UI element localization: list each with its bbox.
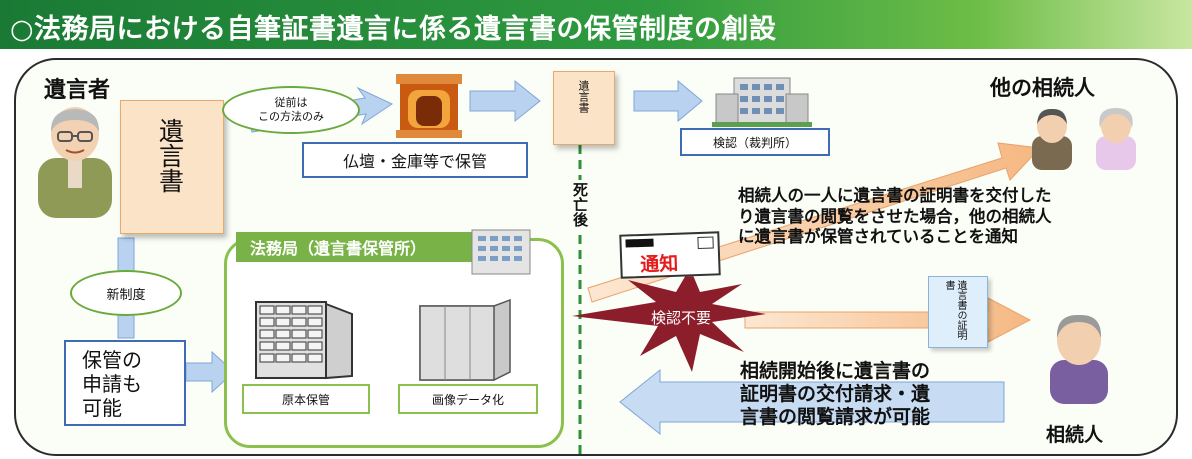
notify-description: 相続人の一人に遺言書の証明書を交付した り遺言書の閲覧をさせた場合，他の相続人 … xyxy=(738,186,1052,248)
notify-line-1: 相続人の一人に遺言書の証明書を交付した xyxy=(738,186,1052,205)
testator-person-icon xyxy=(38,107,112,218)
old-method-bubble: 従前は この方法のみ xyxy=(222,86,360,134)
heir-label: 相続人 xyxy=(1046,424,1104,446)
court-building-icon xyxy=(712,77,812,127)
certificate-document xyxy=(928,276,988,348)
request-line-1: 相続開始後に遺言書の xyxy=(740,360,931,382)
bureau-title: 法務局（遺言書保管所） xyxy=(236,232,482,262)
home-storage-box: 仏壇・金庫等で保管 xyxy=(302,142,528,178)
new-system-bubble: 新制度 xyxy=(70,270,182,316)
envelope-stamp xyxy=(625,238,654,248)
will-document-small-label: 遺言書 xyxy=(577,80,590,113)
original-storage-box: 原本保管 xyxy=(242,384,370,414)
arrow-request-back xyxy=(619,368,1005,436)
apply-storage-box: 保管の 申請も 可能 xyxy=(64,340,186,426)
bureau-building-icon xyxy=(471,229,531,275)
court-probate-box: 検認（裁判所） xyxy=(680,128,830,156)
page-title: ○法務局における自筆証書遺言に係る遺言書の保管制度の創設 xyxy=(10,14,777,45)
arrow-apply-to-bureau xyxy=(185,350,235,394)
will-document-small xyxy=(553,71,615,145)
request-line-2: 証明書の交付請求・遺 xyxy=(740,383,931,406)
other-heirs-icon xyxy=(1032,108,1136,170)
no-probate-burst xyxy=(572,268,766,372)
arrow-altar-to-document xyxy=(469,79,541,123)
apply-line-2: 申請も xyxy=(82,372,142,396)
image-data-box: 画像データ化 xyxy=(398,384,538,414)
testator-will-label: 遺言書 xyxy=(155,118,185,193)
heir-person-icon xyxy=(1050,314,1108,404)
arrow-document-to-court xyxy=(633,79,703,123)
old-method-line-2: この方法のみ xyxy=(258,110,324,123)
locker-icon xyxy=(255,301,353,380)
apply-line-3: 可能 xyxy=(82,396,122,420)
request-description: 相続開始後に遺言書の 証明書の交付請求・遺 言書の閲覧請求が可能 xyxy=(740,360,930,430)
old-method-line-1: 従前は xyxy=(274,96,308,110)
no-probate-label: 検認不要 xyxy=(651,309,712,327)
notice-label: 通知 xyxy=(639,252,679,277)
death-label: 死亡後 xyxy=(570,180,591,229)
notify-line-3: に遺言書が保管されていることを通知 xyxy=(738,227,1019,247)
testator-will-document xyxy=(120,100,224,234)
notice-envelope: 通知 xyxy=(619,231,721,279)
apply-line-1: 保管の xyxy=(82,348,142,372)
testator-label: 遺言者 xyxy=(44,78,111,103)
altar-icon xyxy=(396,74,462,138)
certificate-label: 遺言書の証明書 xyxy=(943,280,966,340)
server-icon xyxy=(419,298,511,381)
other-heirs-label: 他の相続人 xyxy=(990,76,1095,100)
arrow-certificate-to-heir xyxy=(744,297,1032,343)
request-line-3: 言書の閲覧請求が可能 xyxy=(740,406,931,429)
notify-line-2: り遺言書の閲覧をさせた場合，他の相続人 xyxy=(738,206,1052,226)
envelope-address xyxy=(697,236,714,250)
title-bar xyxy=(0,0,1192,49)
